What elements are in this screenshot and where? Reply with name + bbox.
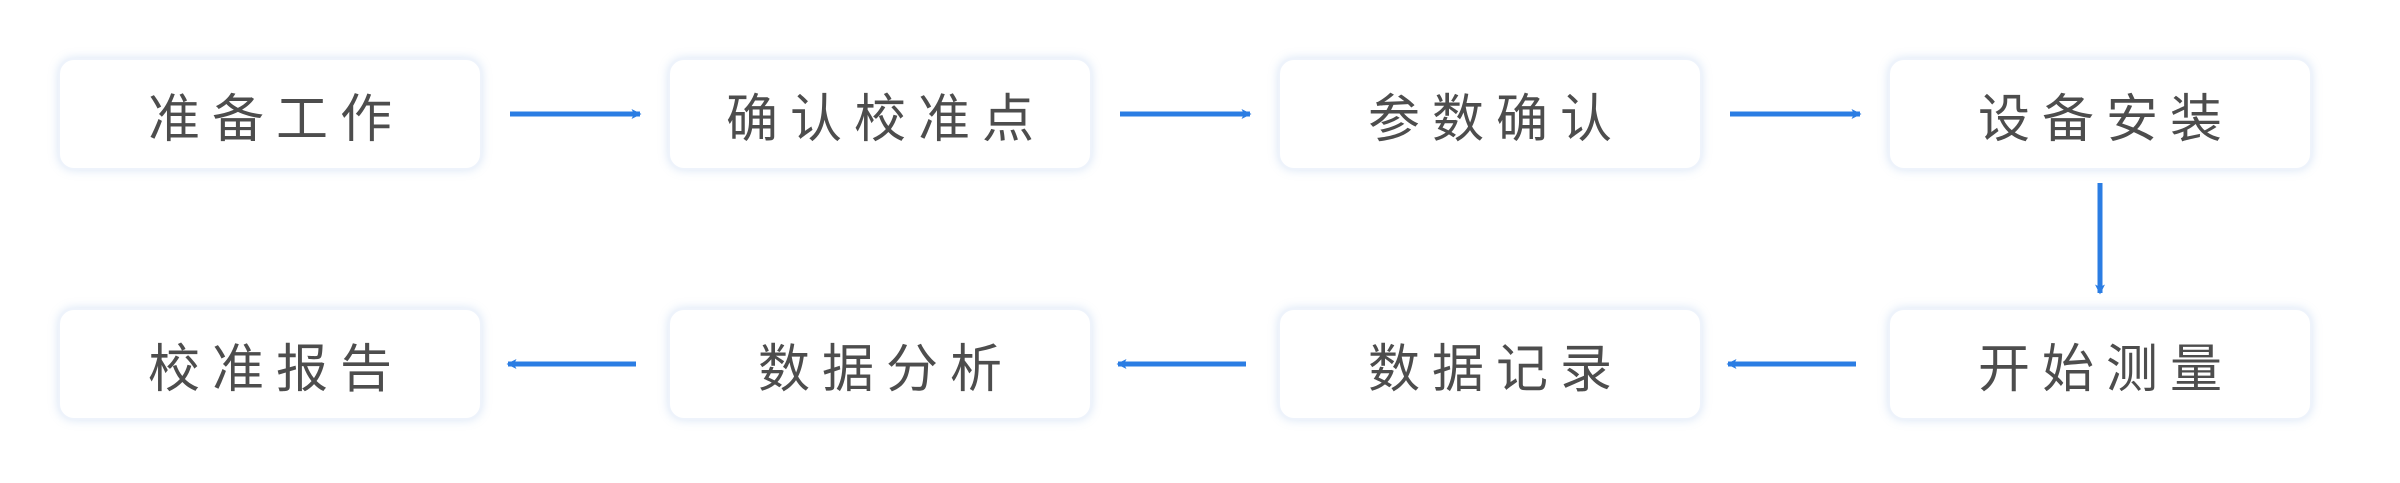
- step-node-4: 设备安装: [1888, 58, 2312, 170]
- step-label: 参数确认: [1367, 89, 1624, 150]
- step-node-3: 参数确认: [1278, 58, 1702, 170]
- step-label: 开始测量: [1977, 339, 2234, 400]
- step-node-2: 确认校准点: [668, 58, 1092, 170]
- step-node-7: 数据分析: [668, 308, 1092, 420]
- step-label: 设备安装: [1977, 89, 2234, 150]
- step-node-6: 数据记录: [1278, 308, 1702, 420]
- step-node-5: 开始测量: [1888, 308, 2312, 420]
- step-label: 确认校准点: [725, 89, 1046, 150]
- step-label: 数据分析: [757, 339, 1014, 400]
- step-label: 数据记录: [1367, 339, 1624, 400]
- step-label: 准备工作: [147, 89, 404, 150]
- step-node-1: 准备工作: [58, 58, 482, 170]
- step-node-8: 校准报告: [58, 308, 482, 420]
- step-label: 校准报告: [147, 339, 404, 400]
